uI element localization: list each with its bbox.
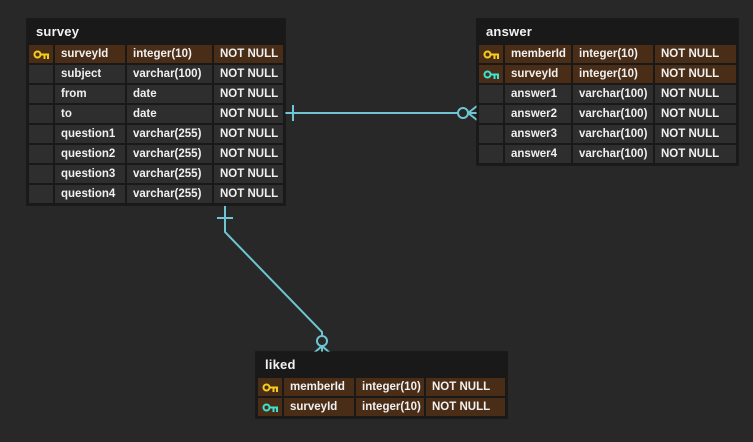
column-name: to — [55, 105, 125, 123]
column-constraint: NOT NULL — [655, 45, 736, 63]
column-type: varchar(100) — [573, 85, 653, 103]
column-constraint: NOT NULL — [655, 85, 736, 103]
column-type: varchar(255) — [127, 125, 212, 143]
crow-foot — [313, 345, 331, 354]
empty-icon-cell — [479, 125, 503, 143]
column-name: question3 — [55, 165, 125, 183]
column-name: subject — [55, 65, 125, 83]
column-name: question1 — [55, 125, 125, 143]
relationship-path — [224, 206, 323, 336]
column-name: answer3 — [505, 125, 571, 143]
column-constraint: NOT NULL — [655, 145, 736, 163]
column-name: surveyId — [55, 45, 125, 63]
column-name: answer2 — [505, 105, 571, 123]
primary-key-icon — [258, 378, 282, 396]
column-type: date — [127, 85, 212, 103]
empty-icon-cell — [29, 145, 53, 163]
empty-icon-cell — [479, 85, 503, 103]
empty-icon-cell — [479, 105, 503, 123]
column-type: integer(10) — [573, 65, 653, 83]
foreign-key-icon — [258, 398, 282, 416]
relationship-survey-answer[interactable] — [285, 105, 478, 121]
column-constraint: NOT NULL — [214, 45, 283, 63]
empty-icon-cell — [29, 65, 53, 83]
cardinality-zero-circle — [457, 107, 469, 119]
column-constraint: NOT NULL — [214, 85, 283, 103]
column-type: integer(10) — [127, 45, 212, 63]
column-constraint: NOT NULL — [655, 105, 736, 123]
column-type: integer(10) — [573, 45, 653, 63]
column-constraint: NOT NULL — [426, 398, 505, 416]
empty-icon-cell — [479, 145, 503, 163]
relationship-survey-liked[interactable] — [217, 206, 331, 354]
column-constraint: NOT NULL — [214, 145, 283, 163]
cardinality-zero-circle — [316, 335, 328, 347]
column-type: integer(10) — [356, 398, 424, 416]
column-type: integer(10) — [356, 378, 424, 396]
column-constraint: NOT NULL — [655, 125, 736, 143]
column-type: varchar(100) — [127, 65, 212, 83]
table-title: liked — [265, 357, 296, 372]
column-constraint: NOT NULL — [214, 165, 283, 183]
column-name: memberId — [505, 45, 571, 63]
column-name: answer1 — [505, 85, 571, 103]
column-type: varchar(100) — [573, 105, 653, 123]
column-constraint: NOT NULL — [426, 378, 505, 396]
empty-icon-cell — [29, 125, 53, 143]
column-name: surveyId — [284, 398, 354, 416]
column-name: question2 — [55, 145, 125, 163]
column-name: question4 — [55, 185, 125, 203]
column-type: varchar(255) — [127, 145, 212, 163]
column-type: varchar(255) — [127, 185, 212, 203]
column-name: from — [55, 85, 125, 103]
empty-icon-cell — [29, 85, 53, 103]
table-title: survey — [36, 24, 80, 39]
column-name: answer4 — [505, 145, 571, 163]
primary-key-icon — [479, 45, 503, 63]
foreign-key-icon — [479, 65, 503, 83]
column-constraint: NOT NULL — [214, 105, 283, 123]
column-constraint: NOT NULL — [655, 65, 736, 83]
column-type: varchar(100) — [573, 125, 653, 143]
column-type: varchar(100) — [573, 145, 653, 163]
column-constraint: NOT NULL — [214, 125, 283, 143]
column-constraint: NOT NULL — [214, 185, 283, 203]
column-name: memberId — [284, 378, 354, 396]
empty-icon-cell — [29, 185, 53, 203]
empty-icon-cell — [29, 165, 53, 183]
column-name: surveyId — [505, 65, 571, 83]
crow-foot — [467, 105, 478, 121]
column-constraint: NOT NULL — [214, 65, 283, 83]
table-title: answer — [486, 24, 533, 39]
empty-icon-cell — [29, 105, 53, 123]
column-type: date — [127, 105, 212, 123]
column-type: varchar(255) — [127, 165, 212, 183]
primary-key-icon — [29, 45, 53, 63]
